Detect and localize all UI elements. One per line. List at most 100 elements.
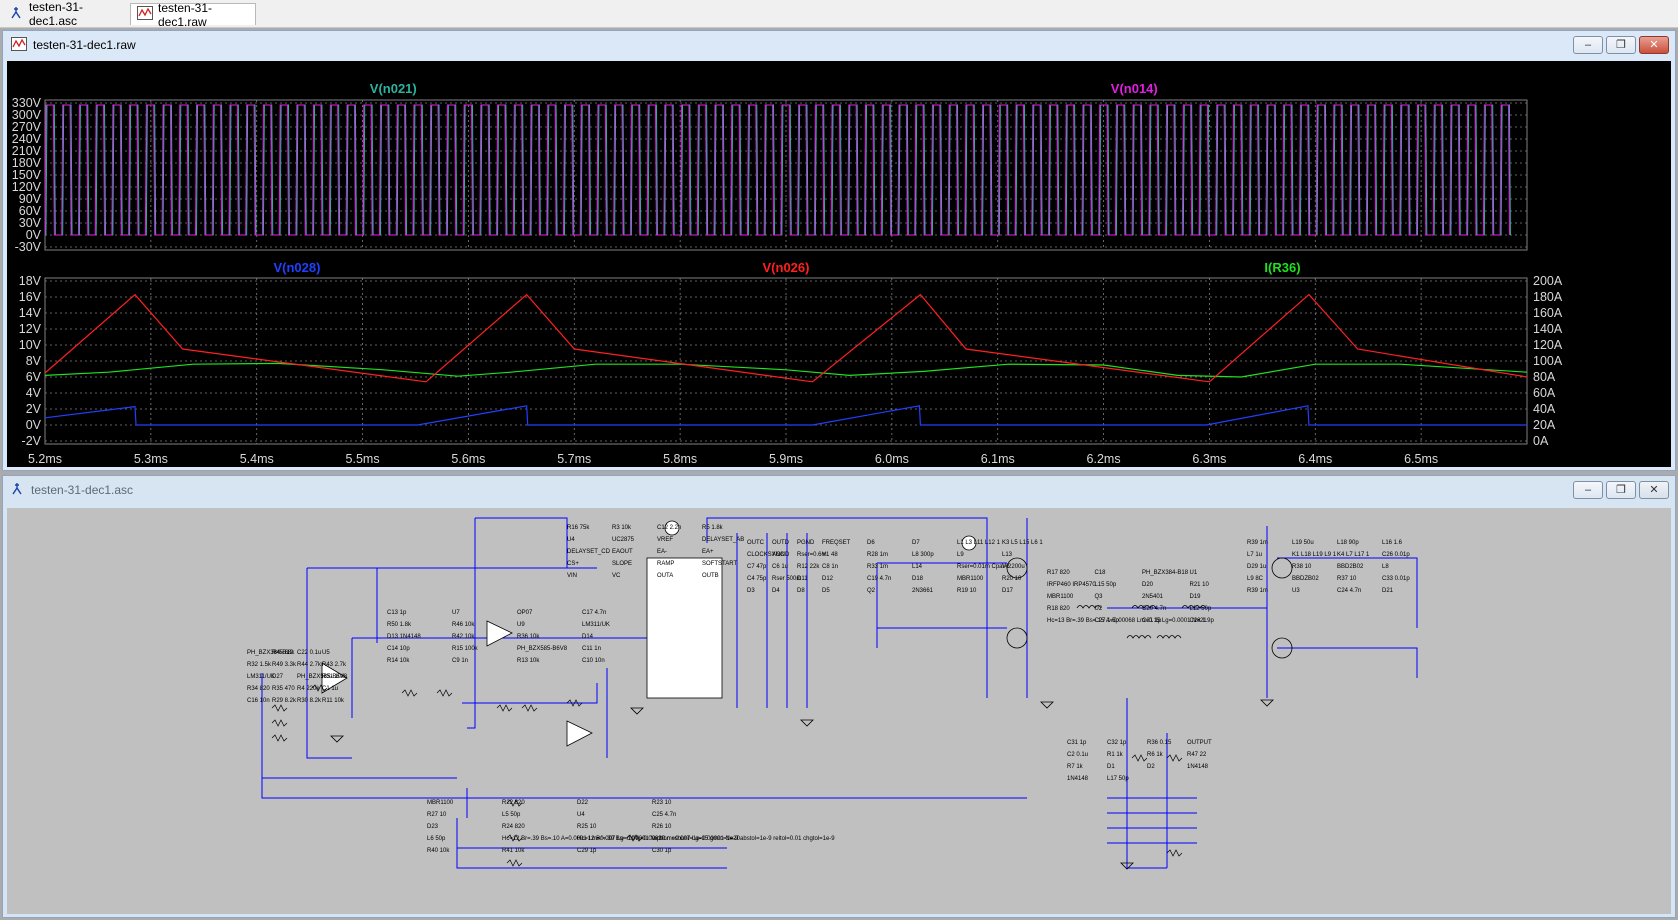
component-label: D21 bbox=[1382, 588, 1394, 594]
component-label: U4 bbox=[577, 812, 585, 818]
y-tick-label: 240V bbox=[12, 132, 42, 146]
wire bbox=[1126, 698, 1167, 869]
resistor-symbol bbox=[506, 799, 523, 807]
minimize-button[interactable]: – bbox=[1573, 481, 1603, 499]
component-label: VIN bbox=[567, 573, 577, 579]
component-label: MBR1100 bbox=[427, 800, 454, 806]
component-label: D6 bbox=[867, 540, 875, 546]
x-tick-label: 5.8ms bbox=[663, 452, 697, 466]
component-label: R15 100k bbox=[452, 646, 479, 652]
component-label: D4 bbox=[772, 588, 780, 594]
waveform-icon bbox=[11, 36, 27, 54]
component-label: MBR1100 bbox=[1047, 594, 1074, 600]
x-tick-label: 6.1ms bbox=[981, 452, 1015, 466]
schematic-window-titlebar[interactable]: testen-31-dec1.asc bbox=[3, 476, 1675, 504]
opamp-u7 bbox=[486, 620, 513, 647]
component-label: L9 bbox=[957, 552, 964, 558]
component-label: IRFP460 IRP4570 bbox=[1047, 582, 1096, 588]
component-label: C4 75p bbox=[747, 576, 767, 582]
component-label: R1 1k bbox=[1107, 752, 1124, 758]
component-label: U3 bbox=[1292, 588, 1300, 594]
component-label: C1 1u bbox=[322, 686, 338, 692]
component-label: 1N4148 bbox=[1067, 776, 1089, 782]
x-tick-label: 6.5ms bbox=[1404, 452, 1438, 466]
component-label: R23 10 bbox=[652, 800, 672, 806]
x-tick-label: 5.7ms bbox=[557, 452, 591, 466]
component-label: D11 bbox=[797, 576, 808, 582]
component-label: D29 1u bbox=[1247, 564, 1266, 570]
component-label: MBR1100 bbox=[957, 576, 984, 582]
mosfet-symbol bbox=[1006, 557, 1028, 579]
restore-button[interactable]: ❐ bbox=[1606, 36, 1636, 54]
component-label: R39 1m bbox=[1247, 588, 1268, 594]
component-label: R4 220k bbox=[297, 686, 320, 692]
restore-button[interactable]: ❐ bbox=[1606, 481, 1636, 499]
tab-label: testen-31-dec1.asc bbox=[29, 0, 84, 28]
component-label: C33 0.01p bbox=[1382, 576, 1410, 582]
waveform-window-titlebar[interactable]: testen-31-dec1.raw bbox=[3, 31, 1675, 59]
y-tick-label: 30V bbox=[19, 216, 42, 230]
inductor-symbol bbox=[1156, 635, 1182, 639]
component-label: C30 1p bbox=[652, 848, 672, 854]
component-label: VREF bbox=[657, 537, 673, 543]
x-tick-label: 5.6ms bbox=[451, 452, 485, 466]
component-label: R37 10 bbox=[1337, 576, 1357, 582]
component-label: R27 10 bbox=[427, 812, 447, 818]
voltage-source bbox=[961, 535, 977, 551]
inductor-symbol bbox=[1181, 605, 1207, 609]
schematic-icon bbox=[10, 6, 24, 23]
component-label: LM311/UK bbox=[582, 622, 610, 628]
y2-tick-label: 40A bbox=[1533, 402, 1556, 416]
component-label: Q2 bbox=[867, 588, 876, 594]
component-label: D1 bbox=[1107, 764, 1115, 770]
trace-label: V(n014) bbox=[1111, 81, 1158, 96]
resistor-symbol bbox=[1131, 754, 1148, 762]
component-label: R34 820 bbox=[247, 686, 270, 692]
minimize-button[interactable]: – bbox=[1573, 36, 1603, 54]
component-label: EA+ bbox=[702, 549, 714, 555]
component-label: D20 bbox=[1142, 582, 1154, 588]
component-label: R11 10k bbox=[322, 698, 345, 704]
component-label: R30 8.2k bbox=[297, 698, 322, 704]
component-label: R45 68k bbox=[272, 650, 295, 656]
component-label: D7 bbox=[912, 540, 920, 546]
component-label: D17 bbox=[1002, 588, 1014, 594]
component-label: L5 50p bbox=[502, 812, 521, 818]
schematic-icon bbox=[11, 482, 25, 499]
tab-schematic[interactable]: testen-31-dec1.asc bbox=[4, 0, 128, 28]
component-label: L8 300p bbox=[912, 552, 934, 558]
component-label: C8 1n bbox=[822, 564, 838, 570]
component-label: D19 bbox=[1190, 594, 1202, 600]
resistor-symbol bbox=[496, 704, 513, 712]
component-label: U9 bbox=[517, 622, 525, 628]
component-label: R49 3.3k bbox=[272, 662, 297, 668]
close-button[interactable]: ✕ bbox=[1639, 481, 1669, 499]
component-label: R47 22 bbox=[1187, 752, 1207, 758]
y-tick-label: 4V bbox=[26, 386, 42, 400]
component-label: Rser 500m bbox=[772, 576, 801, 582]
close-button[interactable]: ✕ bbox=[1639, 36, 1669, 54]
y-tick-label: 2V bbox=[26, 402, 42, 416]
component-label: D13 1N4148 bbox=[387, 634, 421, 640]
component-label: OUTPUT bbox=[1187, 740, 1212, 746]
x-tick-label: 5.3ms bbox=[134, 452, 168, 466]
y2-tick-label: 200A bbox=[1533, 274, 1563, 288]
tab-waveform[interactable]: testen-31-dec1.raw bbox=[130, 1, 256, 29]
component-label: Q3 bbox=[1095, 594, 1104, 600]
ic-uc2875 bbox=[646, 557, 723, 699]
resistor-symbol bbox=[436, 689, 453, 697]
component-label: L15 50p bbox=[1095, 582, 1117, 588]
component-label: R12 22k bbox=[797, 564, 820, 570]
y2-tick-label: 140A bbox=[1533, 322, 1563, 336]
component-label: 1N4148 bbox=[1187, 764, 1209, 770]
component-label: D27 bbox=[272, 674, 284, 680]
mosfet-symbol bbox=[1271, 637, 1293, 659]
component-label: OUTC bbox=[747, 540, 765, 546]
component-label: L7 1u bbox=[1247, 552, 1262, 558]
component-label: L8 bbox=[1382, 564, 1389, 570]
